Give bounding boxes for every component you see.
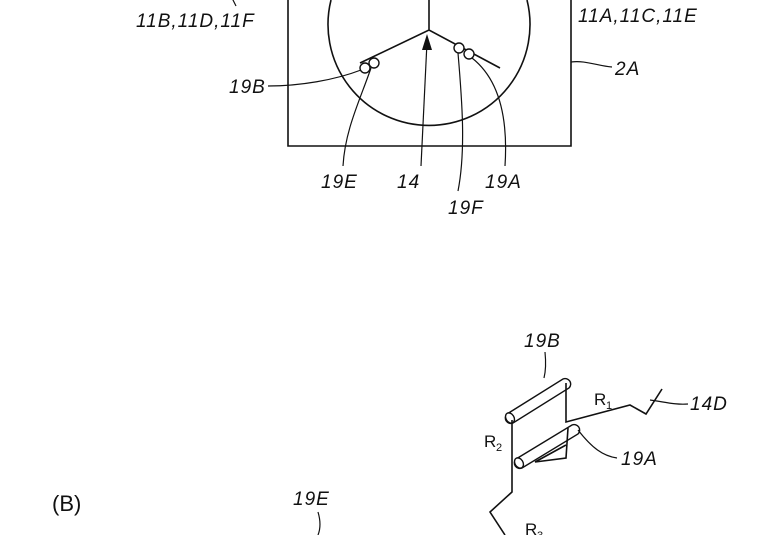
wire-connector bbox=[534, 427, 569, 463]
leader-19a bbox=[471, 57, 507, 167]
label-r2: R 2 bbox=[484, 432, 502, 454]
top-view: 11B,11D,11F 11A,11C,11E 2A 19B 19E 14 19… bbox=[136, 0, 698, 219]
label-r3: R 3 bbox=[525, 520, 543, 535]
leader-2a bbox=[570, 61, 613, 68]
y-electrode bbox=[359, 0, 501, 69]
svg-text:3: 3 bbox=[537, 530, 543, 535]
rod-19b bbox=[504, 377, 572, 425]
label-19b-top: 19B bbox=[229, 77, 266, 98]
leader-19f bbox=[457, 52, 464, 192]
wire-r2-r3 bbox=[488, 420, 513, 535]
svg-text:R: R bbox=[484, 432, 496, 451]
svg-text:R: R bbox=[525, 520, 537, 535]
housing-outline bbox=[287, 0, 572, 147]
leader-19a-bottom bbox=[577, 429, 618, 459]
label-14: 14 bbox=[397, 172, 420, 193]
label-19e-bottom: 19E bbox=[293, 489, 330, 510]
ring-19e bbox=[368, 57, 380, 69]
figure-part-label: (B) bbox=[52, 491, 81, 516]
leader-19e bbox=[342, 67, 372, 167]
wire-r1 bbox=[565, 383, 663, 424]
circular-chamber bbox=[327, 0, 531, 127]
leader-19b-bottom bbox=[543, 351, 547, 379]
svg-text:1: 1 bbox=[606, 400, 612, 412]
label-14d: 14D bbox=[690, 394, 728, 415]
leader-left-top bbox=[232, 0, 237, 7]
rod-19a bbox=[513, 423, 581, 470]
label-19a-top: 19A bbox=[485, 172, 522, 193]
label-19b-bottom: 19B bbox=[524, 331, 561, 352]
ring-19a bbox=[463, 48, 475, 60]
label-19a-bottom: 19A bbox=[621, 449, 658, 470]
arrow-14-shaft bbox=[420, 41, 428, 167]
label-19e-top: 19E bbox=[321, 172, 358, 193]
label-19f-top: 19F bbox=[448, 198, 484, 219]
label-11b-11d-11f: 11B,11D,11F bbox=[136, 11, 255, 32]
leader-14d bbox=[649, 399, 689, 405]
ring-19b bbox=[359, 62, 371, 74]
arrow-14-head bbox=[422, 34, 432, 50]
label-r1: R 1 bbox=[594, 390, 612, 412]
svg-text:R: R bbox=[594, 390, 606, 409]
ring-19f bbox=[453, 42, 465, 54]
perspective-view: 19B R 1 14D R 2 19A 19E R 3 (B) bbox=[52, 331, 728, 535]
svg-text:2: 2 bbox=[496, 442, 502, 454]
label-11a-11c-11e: 11A,11C,11E bbox=[578, 6, 698, 27]
leader-19b bbox=[267, 69, 362, 87]
leader-19e-bottom bbox=[317, 511, 321, 535]
label-2a: 2A bbox=[614, 59, 640, 80]
